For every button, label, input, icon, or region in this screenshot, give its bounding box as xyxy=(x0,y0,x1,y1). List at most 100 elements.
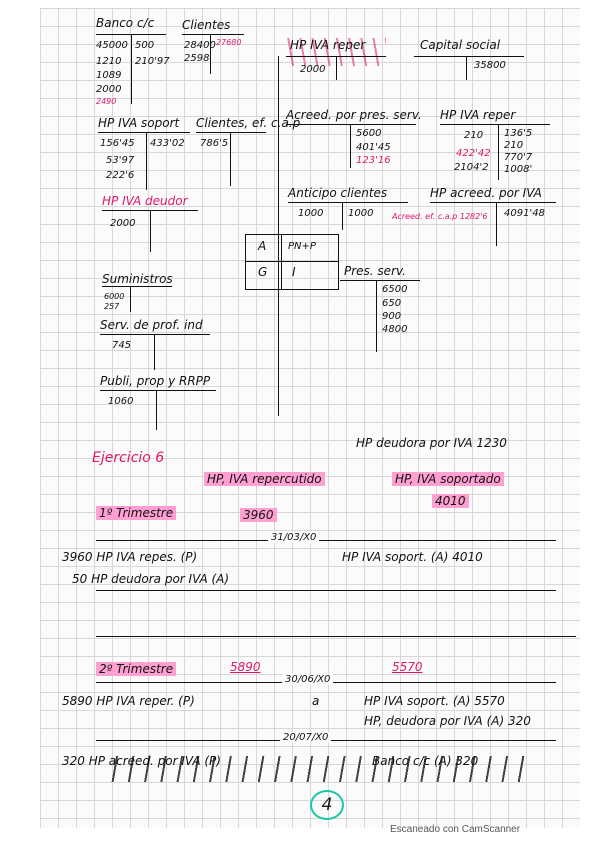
serv-prof-title: Serv. de prof. ind xyxy=(100,318,203,332)
q2-val-soport: 5570 xyxy=(392,660,423,674)
q1-val-soport: 4010 xyxy=(432,494,469,508)
t-account-vline xyxy=(230,132,232,186)
q2-line1-mid: a xyxy=(312,694,320,708)
q1-line1-left: 3960 HP IVA repes. (P) xyxy=(62,550,198,564)
t-account-vline xyxy=(156,390,158,430)
t-account-vline xyxy=(498,124,500,180)
pres-serv-credit-3: 4800 xyxy=(382,324,408,335)
banco-debit-extra: 2490 xyxy=(96,97,117,106)
acreed-pres-serv-credit-2: 123'16 xyxy=(356,155,391,166)
anticipo-clientes-title: Anticipo clientes xyxy=(288,186,388,200)
q2-date2: 20/07/X0 xyxy=(280,732,332,743)
anticipo-clientes-debit-0: 1000 xyxy=(298,208,324,219)
t-account-hline xyxy=(340,280,420,282)
q2-line2-right: HP, deudora por IVA (A) 320 xyxy=(364,714,531,728)
t-account-vline xyxy=(130,286,132,312)
t-account-hline xyxy=(100,390,216,392)
banco-credit-1: 210'97 xyxy=(135,56,170,67)
hp-iva-soport-title: HP IVA soport xyxy=(98,116,180,130)
hp-iva-reper-top-title: HP IVA reper xyxy=(290,38,366,52)
q1-val-reper: 3960 xyxy=(240,508,277,522)
clientes-debit-0: 28400 xyxy=(184,40,216,51)
hp-iva-reper-right-credit-2: 770'7 xyxy=(504,152,533,163)
t-account-vline xyxy=(336,56,338,80)
q1-date: 31/03/X0 xyxy=(268,532,320,543)
t-account-vline xyxy=(350,124,352,168)
hp-deudora-note: HP deudora por IVA 1230 xyxy=(356,436,507,450)
q1-line1-right: HP IVA soport. (A) 4010 xyxy=(342,550,483,564)
clientes-ef-cap-debit-0: 786'5 xyxy=(200,138,229,149)
pres-serv-credit-0: 6500 xyxy=(382,284,408,295)
ejercicio-title: Ejercicio 6 xyxy=(92,450,165,466)
center-table-a: A xyxy=(258,239,267,253)
anticipo-clientes-credit-0: 1000 xyxy=(348,208,374,219)
hp-iva-deudor-debit-0: 2000 xyxy=(110,218,136,229)
journal-separator xyxy=(96,540,556,542)
clientes-title: Clientes xyxy=(182,18,231,32)
clientes-debit-1: 2598 xyxy=(184,53,210,64)
hp-iva-reper-right-credit-0: 136'5 xyxy=(504,128,533,139)
header-iva-repercutido: HP, IVA repercutido xyxy=(204,472,325,486)
pres-serv-title: Pres. serv. xyxy=(344,264,406,278)
scanner-footer: Escaneado con CamScanner xyxy=(390,824,521,835)
hp-acreed-iva-title: HP acreed. por IVA xyxy=(430,186,542,200)
q2-label: 2º Trimestre xyxy=(96,662,177,676)
center-table: A PN+P G I xyxy=(245,234,339,290)
suministros-debit-1: 257 xyxy=(104,302,120,311)
t-account-vline xyxy=(146,132,148,190)
hp-iva-soport-credit-0: 433'02 xyxy=(150,138,185,149)
center-table-g: G xyxy=(258,265,268,279)
hp-iva-reper-right-title: HP IVA reper xyxy=(440,108,516,122)
q2-line3-left: 320 HP acreed. por IVA (P) xyxy=(62,754,221,768)
capital-social-title: Capital social xyxy=(420,38,501,52)
hp-iva-soport-debit-0: 156'45 xyxy=(100,138,135,149)
q2-line3-right: Banco c/c (A) 320 xyxy=(372,754,479,768)
suministros-debit-0: 6000 xyxy=(104,292,125,301)
banco-title: Banco c/c xyxy=(96,16,155,30)
publi-debit-0: 1060 xyxy=(108,396,134,407)
center-table-pn: PN+P xyxy=(288,241,316,252)
banco-debit-0: 45000 xyxy=(96,40,128,51)
hp-iva-reper-right-credit-1: 210 xyxy=(504,140,524,151)
q2-line1-right: HP IVA soport. (A) 5570 xyxy=(364,694,505,708)
center-table-i: I xyxy=(292,265,296,279)
t-account-vline xyxy=(466,56,468,80)
banco-credit-0: 500 xyxy=(135,40,155,51)
pres-serv-credit-1: 650 xyxy=(382,298,402,309)
clientes-debit-note: 27680 xyxy=(216,38,242,47)
acreed-pres-serv-credit-1: 401'45 xyxy=(356,142,391,153)
t-account-vline xyxy=(376,280,378,352)
hp-iva-reper-right-credit-3: 1008' xyxy=(504,164,533,175)
t-account-vline xyxy=(496,202,498,246)
t-account-vline xyxy=(342,202,344,230)
page-number: 4 xyxy=(310,790,344,820)
header-iva-soportado: HP, IVA soportado xyxy=(392,472,504,486)
hp-iva-reper-right-debit-0: 210 xyxy=(464,130,484,141)
hp-iva-soport-debit-2: 222'6 xyxy=(106,170,135,181)
hp-acreed-iva-credit-0: 4091'48 xyxy=(504,208,545,219)
q1-label: 1º Trimestre xyxy=(96,506,177,520)
center-table-hline xyxy=(246,261,338,263)
t-account-hline xyxy=(102,286,172,288)
hp-iva-deudor-title: HP IVA deudor xyxy=(102,194,188,208)
journal-separator xyxy=(96,590,556,592)
t-account-vline xyxy=(210,34,212,74)
t-account-hline xyxy=(288,202,408,204)
journal-separator xyxy=(96,636,576,638)
serv-prof-debit-0: 745 xyxy=(112,340,132,351)
banco-debit-3: 2000 xyxy=(96,84,122,95)
q1-line2-left: 50 HP deudora por IVA (A) xyxy=(72,572,230,586)
q2-val-reper: 5890 xyxy=(230,660,261,674)
notebook-page xyxy=(40,8,580,828)
t-account-vline xyxy=(154,334,156,370)
hp-acreed-iva-debit-note: Acreed. ef. c.a.p 1282'6 xyxy=(392,212,488,221)
t-account-hline xyxy=(98,132,190,134)
acreed-pres-serv-title: Acreed. por pres. serv. xyxy=(286,108,422,122)
banco-debit-2: 1089 xyxy=(96,70,122,81)
clientes-ef-cap-title: Clientes, ef. c.a.p xyxy=(196,116,301,130)
publi-title: Publi, prop y RRPP xyxy=(100,374,211,388)
q2-line1-left: 5890 HP IVA reper. (P) xyxy=(62,694,195,708)
t-account-hline xyxy=(440,124,550,126)
t-account-vline xyxy=(131,34,133,104)
t-account-hline xyxy=(414,56,524,58)
